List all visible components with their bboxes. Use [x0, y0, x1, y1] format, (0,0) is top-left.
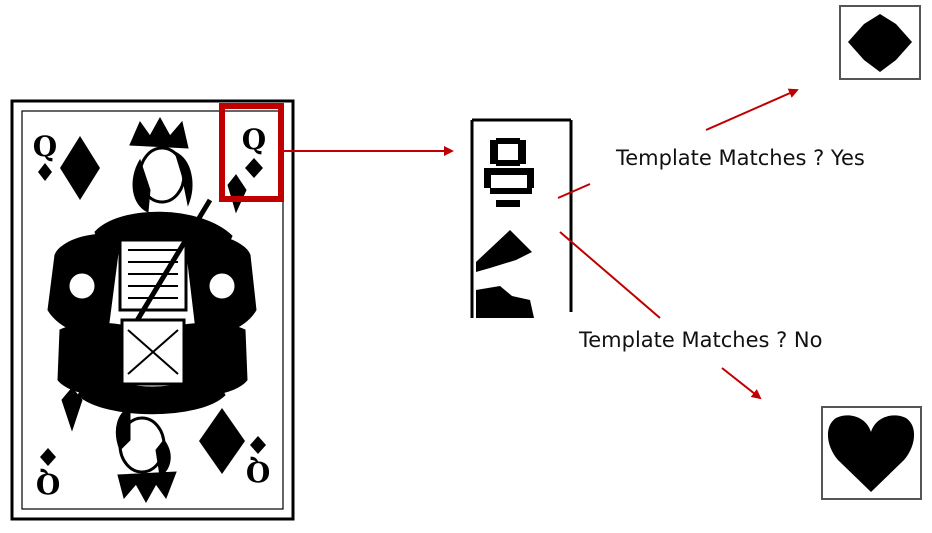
heart-icon: [827, 415, 915, 492]
card-index-top-left: Q: [33, 130, 57, 181]
svg-text:Q: Q: [242, 123, 266, 156]
card-index-bottom-left: Q: [36, 448, 60, 500]
svg-text:Q: Q: [36, 467, 60, 500]
svg-text:Q: Q: [33, 130, 57, 163]
queen-figure: [47, 116, 257, 504]
diamond-icon: [60, 136, 100, 200]
arrow-icon: [705, 88, 799, 131]
card-index-bottom-right: Q: [246, 436, 270, 488]
cropped-corner: [470, 118, 573, 318]
highlight-box: [219, 103, 284, 202]
label-match-yes: Template Matches ? Yes: [616, 146, 865, 170]
template-diamond: [839, 5, 921, 80]
arrow-icon: [721, 367, 762, 400]
diamond-icon: [199, 408, 245, 474]
diamond-icon: [848, 14, 912, 72]
label-match-no: Template Matches ? No: [579, 328, 823, 352]
template-heart: [821, 406, 922, 500]
diamond-icon: [38, 163, 52, 181]
diamond-icon: [476, 230, 532, 272]
playing-card: Q Q Q Q: [10, 99, 295, 521]
card-index-top-right: Q: [242, 123, 266, 178]
diamond-icon: [245, 158, 263, 178]
svg-text:Q: Q: [246, 455, 270, 488]
arrow-icon: [559, 231, 661, 319]
arrow-icon: [557, 183, 591, 199]
zoomed-rank-glyph: [484, 138, 534, 207]
